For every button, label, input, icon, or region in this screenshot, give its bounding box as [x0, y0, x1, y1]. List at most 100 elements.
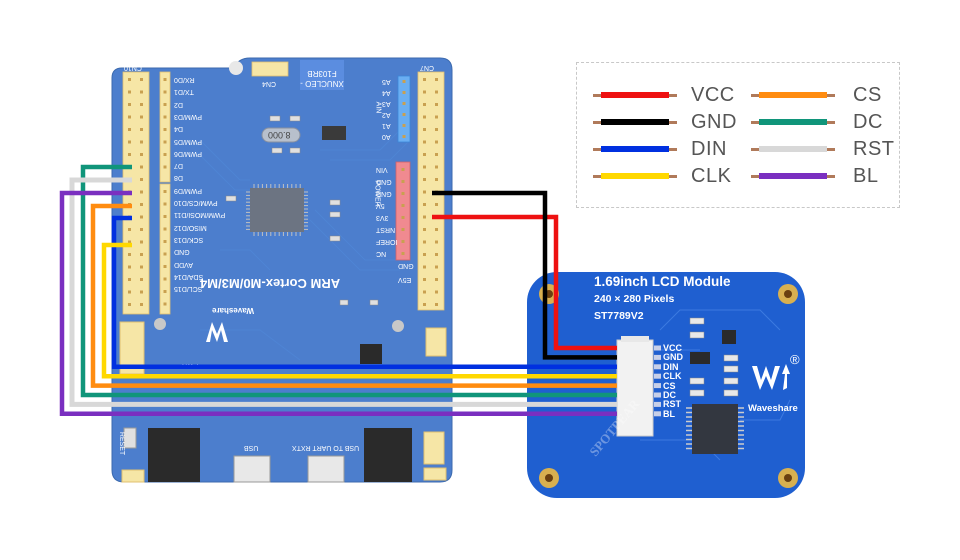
lcd-resolution: 240 × 280 Pixels	[594, 293, 675, 305]
board-ain-label: AIN	[374, 101, 382, 114]
legend-label: DIN	[691, 137, 727, 160]
board-pin-label: GND	[376, 178, 392, 185]
board-reset-label: RESET	[118, 431, 126, 456]
usb-uart-port	[307, 455, 345, 483]
board-brand-label: Waveshare	[212, 306, 254, 315]
legend-label: RST	[853, 137, 895, 160]
header-cn4	[251, 61, 289, 77]
board-pin-label: A1	[382, 122, 391, 129]
wire-gnd	[432, 190, 617, 360]
board-gnd-label: GND	[398, 262, 414, 269]
board-pin-label: SCL/D15	[174, 285, 203, 293]
lcd-pin-label-din: DIN	[663, 361, 679, 372]
board-waveshare-logo	[206, 322, 228, 342]
legend-swatch	[751, 146, 835, 152]
board-pin-label: 3V3	[376, 214, 389, 221]
legend-swatch	[751, 92, 835, 98]
crystal	[261, 127, 301, 143]
board-cpu-label: ARM Cortex-M0/M3/M4	[200, 276, 341, 291]
header-cn5	[159, 71, 171, 183]
legend-label: GND	[691, 110, 737, 133]
wire-color-legend: VCC GND DIN CLK CS DC RST BL	[576, 62, 900, 208]
legend-item-cs: CS	[751, 83, 882, 106]
board-pin-label: A5	[382, 78, 391, 85]
lcd-connector	[616, 339, 654, 437]
board-usb-uart-label: USB TO UART RXTX	[292, 444, 360, 451]
lcd-pad	[654, 392, 661, 398]
board-pin-label: D7	[174, 162, 183, 170]
legend-item-din: DIN	[593, 137, 727, 160]
legend-swatch	[593, 146, 677, 152]
board-cn7-label: CN7	[420, 64, 435, 71]
wires	[59, 164, 617, 417]
legend-item-rst: RST	[751, 137, 895, 160]
board-pin-label: PWM/D9	[174, 186, 202, 194]
wire-cs	[90, 203, 617, 388]
board-pin-label: GND	[174, 248, 190, 256]
lcd-pin-label-rst: RST	[663, 399, 681, 410]
wire-clk	[101, 242, 617, 379]
board-pin-label: SCK/D13	[174, 235, 204, 243]
legend-item-vcc: VCC	[593, 84, 735, 106]
board-e5v-label: E5V	[398, 276, 412, 283]
board-pin-label: AVDD	[174, 260, 193, 268]
board-pin-label: D2	[174, 100, 183, 108]
legend-label: DC	[853, 110, 883, 133]
lcd-pad	[654, 354, 661, 360]
lcd-title: 1.69inch LCD Module	[594, 274, 731, 289]
lcd-brand: Waveshare	[748, 403, 798, 414]
board-pin-label: NRST	[376, 226, 396, 233]
lcd-module	[527, 272, 805, 498]
board-pin-label: RX/D0	[174, 76, 195, 83]
legend-swatch	[593, 119, 677, 125]
lcd-pad	[654, 401, 661, 407]
legend-label: CLK	[691, 164, 732, 187]
board-pin-label: MISO/D12	[174, 223, 207, 231]
board-model-label: XNUCLEO -F103RB	[300, 69, 344, 88]
lcd-pin-label-gnd: GND	[663, 352, 683, 363]
power-jack	[364, 428, 412, 482]
board-pin-label: A4	[382, 89, 391, 96]
lcd-pin-label-clk: CLK	[663, 371, 682, 382]
lcd-driver: ST7789V2	[594, 310, 644, 322]
legend-label: BL	[853, 164, 879, 187]
board-usb-label: USB	[244, 444, 259, 451]
lcd-pin-label-dc: DC	[663, 390, 676, 400]
header-cn6	[395, 161, 411, 261]
legend-label: CS	[853, 83, 882, 106]
board-pin-label: VIN	[376, 166, 388, 173]
board-pin-label: GND	[376, 190, 392, 197]
legend-item-clk: CLK	[593, 164, 732, 187]
board-pin-label: D8	[174, 174, 183, 182]
lcd-pin-label-vcc: VCC	[663, 343, 683, 353]
board-pin-label: PWM/MOSI/D11	[174, 211, 226, 219]
board-pin-label: PWM/D5	[174, 137, 202, 145]
board-pin-label: IOREF	[376, 238, 398, 245]
board-pin-label: PWM/CS/D10	[174, 199, 218, 206]
header-cn8	[397, 75, 411, 143]
legend-swatch	[751, 173, 835, 179]
board-pin-label: 5V	[376, 202, 385, 209]
model-label-box	[300, 60, 344, 90]
mcu-chip	[246, 184, 308, 236]
reset-button	[123, 427, 137, 449]
wire-bl	[59, 190, 617, 417]
board-pin-label: PWM/D6	[174, 149, 202, 157]
board-pin-label: A0	[382, 133, 391, 140]
wire-din	[111, 215, 617, 370]
legend-item-gnd: GND	[593, 110, 737, 133]
lcd-pin-label-bl: BL	[663, 408, 675, 419]
lcd-pad	[654, 383, 661, 389]
lcd-pin-label-cs: CS	[663, 380, 676, 391]
board-pin-label: NC	[376, 250, 387, 257]
board-pin-label: A3	[382, 100, 391, 107]
board-pin-label: PWM/D3	[174, 112, 202, 120]
lcd-pad	[654, 364, 661, 370]
lcd-registered-mark: ®	[790, 352, 800, 367]
board-cn10-label: CN10	[124, 64, 142, 71]
lcd-pad	[654, 373, 661, 379]
board-pin-label: SDA/D14	[174, 272, 204, 280]
legend-swatch	[751, 119, 835, 125]
lcd-waveshare-logo-icon	[752, 364, 790, 390]
